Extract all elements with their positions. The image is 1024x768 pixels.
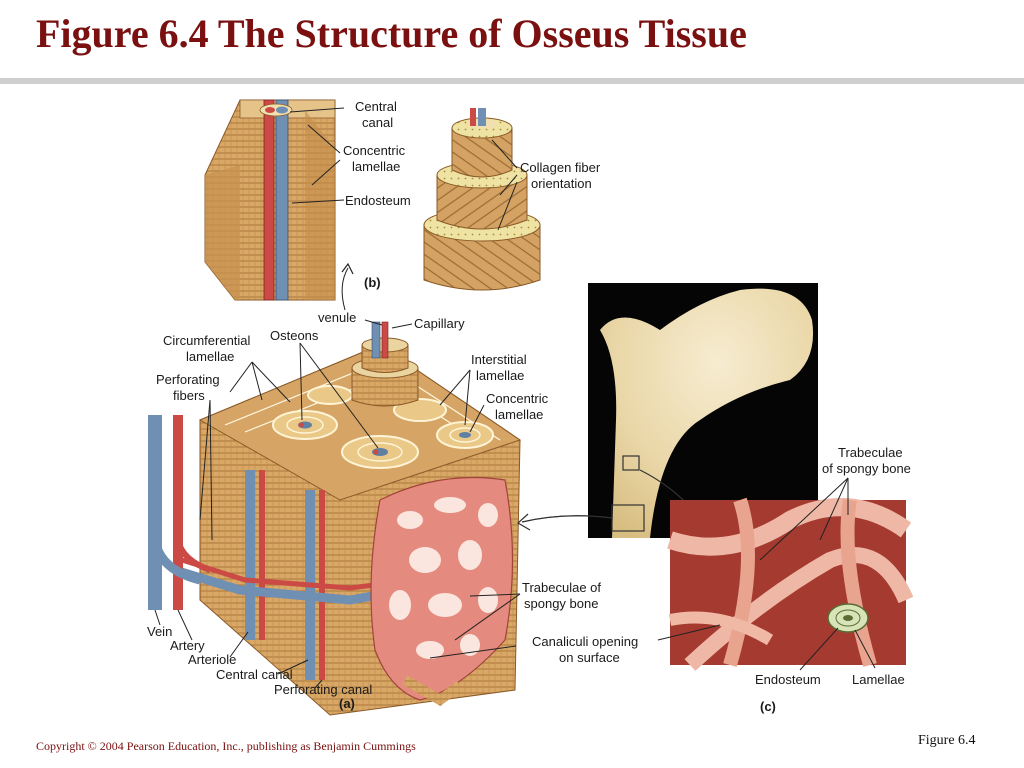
label-endosteum-b: Endosteum bbox=[345, 193, 411, 208]
label-endosteum-c: Endosteum bbox=[755, 672, 821, 687]
panel-label-c: (c) bbox=[760, 699, 776, 714]
artery-vessel bbox=[263, 99, 275, 301]
label-perforating-canal: Perforating canal bbox=[274, 682, 372, 697]
vein-vessel bbox=[275, 99, 289, 301]
spongy-bone-illustration bbox=[370, 476, 514, 706]
panel-label-a: (a) bbox=[339, 696, 355, 711]
label-lamellae: Lamellae bbox=[852, 672, 905, 687]
page-title: Figure 6.4 The Structure of Osseus Tissu… bbox=[36, 11, 747, 56]
raised-osteon-telescope bbox=[351, 321, 419, 407]
panel-label-b: (b) bbox=[364, 275, 381, 290]
compact-bone-block-illustration bbox=[148, 321, 522, 716]
copyright-notice: Copyright © 2004 Pearson Education, Inc.… bbox=[36, 739, 416, 753]
label-artery: Artery bbox=[170, 638, 205, 653]
osteon-cutaway-illustration bbox=[204, 99, 336, 301]
photo-detail-box bbox=[622, 455, 640, 471]
label-venule: venule bbox=[318, 310, 356, 325]
label-vein: Vein bbox=[147, 624, 172, 639]
title-divider bbox=[0, 78, 1024, 84]
label-arteriole: Arteriole bbox=[188, 652, 236, 667]
femur-photograph bbox=[588, 283, 818, 538]
osteon-cross-sections bbox=[272, 385, 494, 469]
leader-lines bbox=[154, 107, 876, 689]
trabeculae-detail-illustration bbox=[667, 497, 914, 671]
collagen-fiber-illustration bbox=[423, 108, 541, 291]
magnify-arrow-b bbox=[341, 267, 349, 311]
label-capillary: Capillary bbox=[414, 316, 465, 331]
label-central-canal-a: Central canal bbox=[216, 667, 293, 682]
figure-reference: Figure 6.4 bbox=[918, 733, 976, 748]
label-osteons: Osteons bbox=[270, 328, 319, 343]
